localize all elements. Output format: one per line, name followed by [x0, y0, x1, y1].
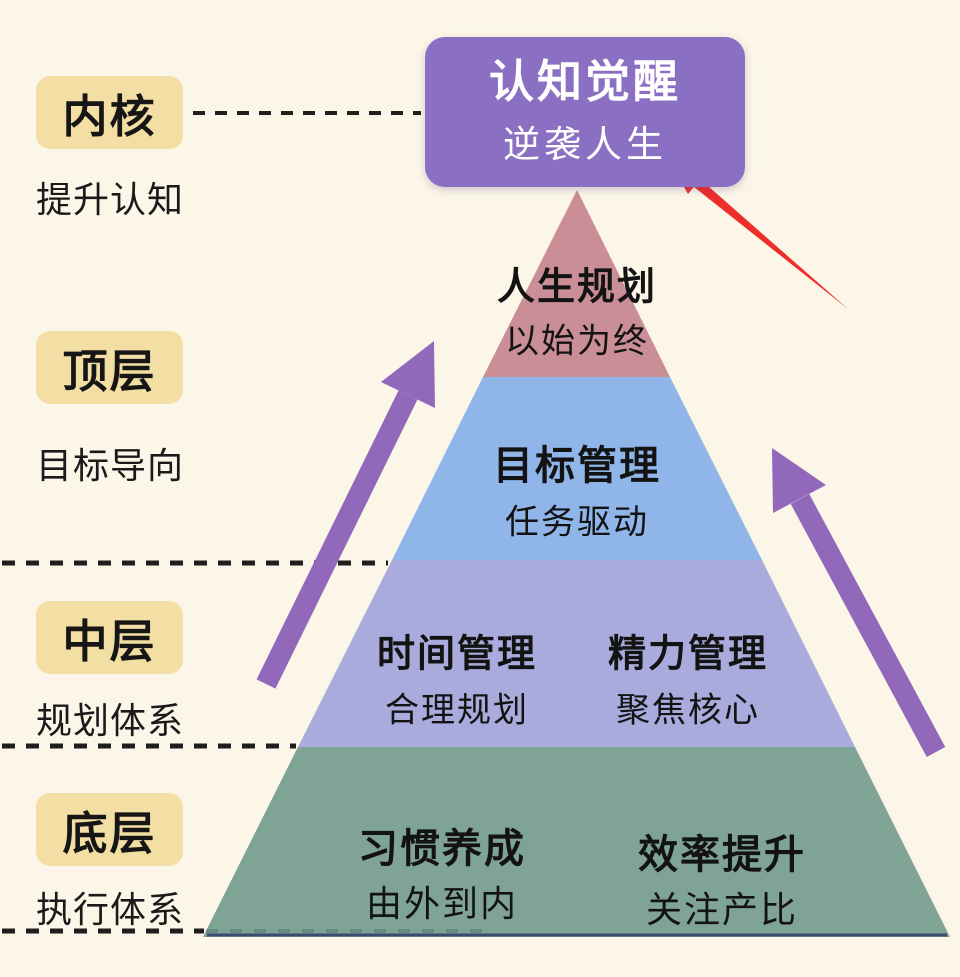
red-annotation-arrow-shaft [694, 179, 848, 309]
side-label-middle-desc: 规划体系 [35, 700, 184, 741]
level4-item2-subtitle: 关注产比 [645, 889, 799, 930]
side-label-bottom: 底层 [36, 793, 183, 866]
level3-item1-title: 时间管理 [376, 633, 538, 676]
level4-item1-subtitle: 由外到内 [365, 883, 519, 924]
side-label-core: 内核 [36, 76, 183, 149]
level3-item2-subtitle: 聚焦核心 [616, 691, 760, 730]
pyramid-level-4-shape [203, 747, 950, 937]
core-box-title: 认知觉醒 [488, 56, 681, 108]
pyramid-level-3-shape [298, 560, 855, 747]
level2-subtitle: 任务驱动 [505, 503, 649, 542]
ascend-arrow-left-shaft [256, 390, 418, 689]
core-box-subtitle: 逆袭人生 [503, 123, 667, 165]
level3-item2-title: 精力管理 [607, 633, 769, 676]
level4-item2-title: 效率提升 [638, 833, 806, 877]
level4-item1-title: 习惯养成 [358, 827, 526, 871]
level2-title: 目标管理 [493, 444, 661, 488]
core-box: 认知觉醒 逆袭人生 [425, 37, 745, 187]
ascend-arrow-right-shaft [790, 494, 946, 757]
level1-title: 人生规划 [496, 266, 658, 309]
side-label-top: 顶层 [36, 331, 183, 404]
side-label-middle: 中层 [36, 601, 183, 674]
pyramid-level-1-shape [483, 190, 670, 377]
level1-subtitle: 以始为终 [505, 322, 649, 361]
side-label-bottom-desc: 执行体系 [35, 889, 184, 930]
ascend-arrow-right-head [772, 448, 826, 513]
pyramid-level-2-shape [392, 377, 762, 560]
side-label-core-desc: 提升认知 [35, 179, 184, 220]
side-label-top-desc: 目标导向 [35, 445, 184, 486]
ascend-arrow-left-head [381, 341, 435, 408]
level3-item1-subtitle: 合理规划 [385, 691, 529, 730]
